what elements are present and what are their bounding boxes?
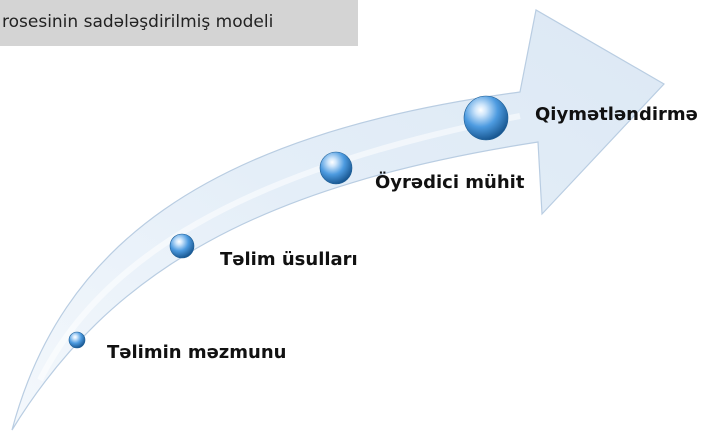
stage-label-methods: Təlim üsulları [220,249,358,270]
diagram-title: rosesinin sadələşdirilmiş modeli [2,12,274,32]
stage-marker-4 [463,95,509,141]
stage-label-content: Təlimin məzmunu [107,342,287,363]
title-bar: rosesinin sadələşdirilmiş modeli [0,0,358,46]
stage-label-assessment: Qiymətləndirmə [535,104,698,125]
stage-marker-2 [169,233,195,259]
arrow-highlight [37,113,521,382]
stage-marker-3 [319,151,353,185]
stage-label-environment: Öyrədici mühit [375,172,525,193]
stage-marker-1 [68,331,86,349]
arrow-body [11,9,665,431]
